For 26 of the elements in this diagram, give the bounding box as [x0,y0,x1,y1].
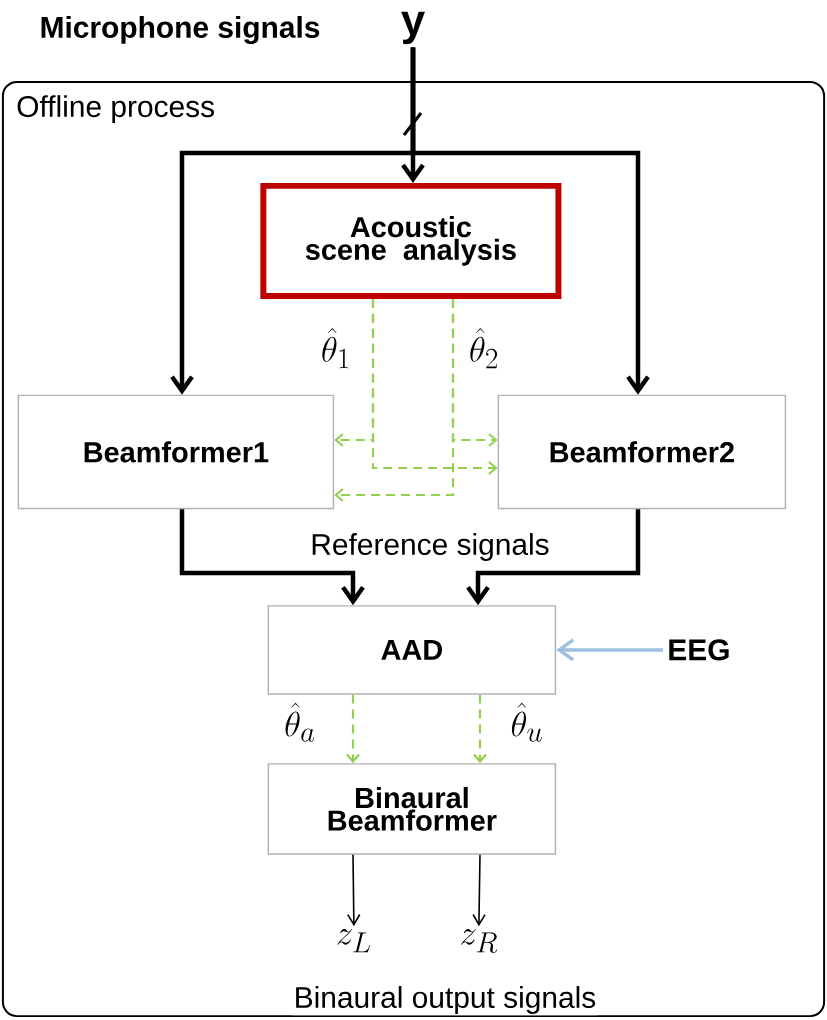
process-box: Binaural Beamformer [267,763,557,855]
input-label: EEG [669,639,729,661]
caption-text: Microphone signals [41,16,320,44]
caption-text: Binaural output signals [292,984,598,1016]
process-box: Beamformer2 [497,394,787,510]
arrow [556,638,664,662]
arrow [410,47,650,395]
arrow [346,853,361,927]
process-box: Beamformer1 [17,394,335,510]
signal-symbol: $z_R$ [461,929,498,953]
edge-label: $\hat{\theta}_a$ [282,701,318,743]
highlighted-process-box: Acoustic scene analysis [260,182,562,299]
process-box: AAD [267,605,557,695]
edge-label: $\hat{\theta}_2$ [467,326,501,370]
arrow [473,694,487,764]
signal-symbol: $\mathbf{y}$ [401,11,425,45]
arrow [179,509,365,606]
arrow [371,298,498,475]
edge-label: $\hat{\theta}_1$ [319,326,353,370]
arrow [472,853,486,927]
edge-label: $\hat{\theta}_u$ [509,701,545,743]
arrow [466,509,641,606]
arrow [346,694,360,764]
signal-symbol: $z_L$ [337,929,371,953]
caption-text: Reference signals [308,531,552,563]
arrow [334,298,455,502]
